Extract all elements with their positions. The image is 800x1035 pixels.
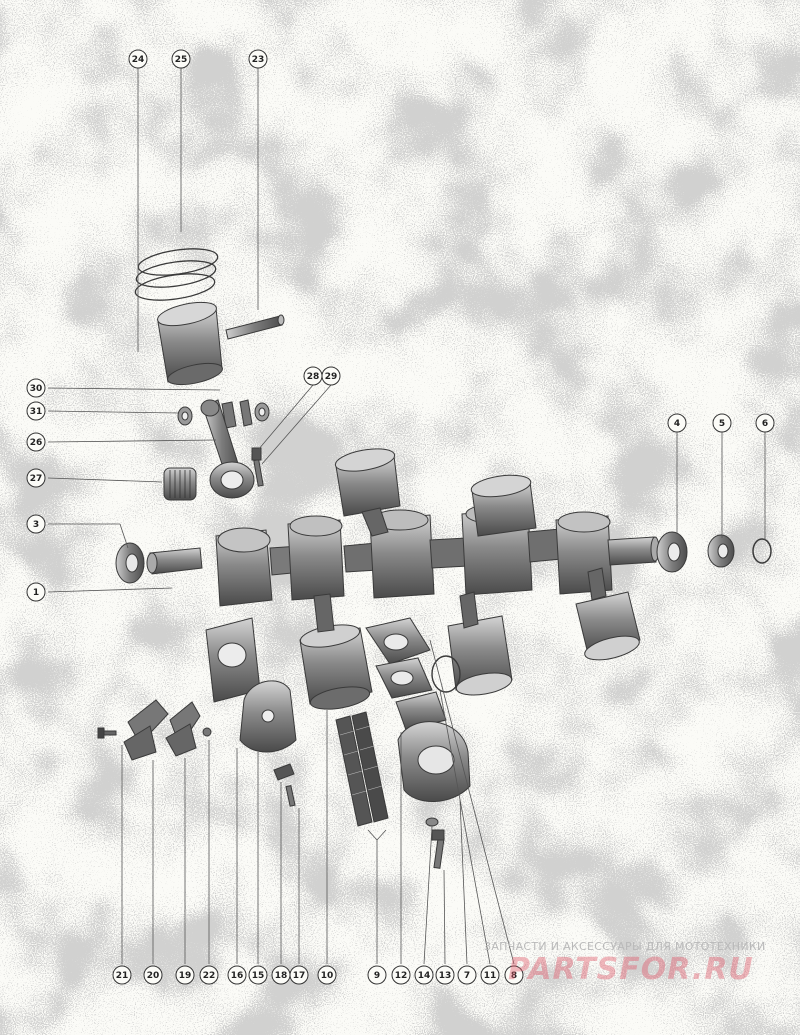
callout-21: 21 — [112, 965, 132, 985]
svg-text:10: 10 — [321, 971, 334, 981]
svg-text:7: 7 — [464, 971, 470, 981]
svg-text:1: 1 — [33, 588, 39, 598]
pin-bearing-washers — [177, 399, 270, 429]
locking-dowel — [273, 763, 295, 781]
callout-10: 10 — [317, 965, 337, 985]
svg-text:12: 12 — [395, 971, 408, 981]
callout-1: 1 — [26, 582, 46, 602]
svg-text:18: 18 — [275, 971, 288, 981]
callout-5: 5 — [712, 413, 732, 433]
svg-text:4: 4 — [674, 419, 680, 429]
piston-top-2 — [470, 474, 537, 537]
svg-text:11: 11 — [484, 971, 497, 981]
small-nut — [202, 727, 212, 737]
svg-text:8: 8 — [511, 971, 517, 981]
callout-17: 17 — [289, 965, 309, 985]
callout-8: 8 — [504, 965, 524, 985]
svg-text:16: 16 — [231, 971, 244, 981]
callout-27: 27 — [26, 468, 46, 488]
svg-text:19: 19 — [179, 971, 192, 981]
svg-text:29: 29 — [325, 372, 338, 382]
callout-11: 11 — [480, 965, 500, 985]
callout-20: 20 — [143, 965, 163, 985]
svg-text:26: 26 — [30, 438, 43, 448]
rod-bolt — [251, 447, 264, 487]
svg-text:13: 13 — [439, 971, 452, 981]
drive-end-bearing — [656, 531, 688, 573]
upper-piston — [157, 301, 223, 386]
svg-text:14: 14 — [418, 971, 431, 981]
callout-12: 12 — [391, 965, 411, 985]
svg-text:6: 6 — [762, 419, 768, 429]
callout-15: 15 — [248, 965, 268, 985]
end-ball-bearing — [115, 542, 145, 584]
oil-seal — [707, 534, 735, 568]
piston-lower-center — [447, 591, 513, 696]
callout-26: 26 — [26, 432, 46, 452]
reed-plates — [123, 699, 201, 761]
svg-text:22: 22 — [203, 971, 216, 981]
callout-22: 22 — [199, 965, 219, 985]
callout-7: 7 — [457, 965, 477, 985]
needle-bearing-strips — [335, 711, 389, 827]
svg-text:15: 15 — [252, 971, 265, 981]
main-bearing-half — [397, 721, 471, 802]
svg-text:5: 5 — [719, 419, 725, 429]
o-ring — [752, 538, 772, 564]
callout-25: 25 — [171, 49, 191, 69]
callout-30: 30 — [26, 378, 46, 398]
callout-16: 16 — [227, 965, 247, 985]
svg-text:31: 31 — [30, 407, 43, 417]
retaining-ring — [431, 655, 461, 693]
rod-cap-upper — [365, 617, 431, 665]
svg-text:9: 9 — [374, 971, 380, 981]
callout-28: 28 — [303, 366, 323, 386]
svg-text:3: 3 — [33, 520, 39, 530]
callout-18: 18 — [271, 965, 291, 985]
svg-text:24: 24 — [132, 55, 145, 65]
piston-top-1 — [334, 448, 401, 537]
wrist-pin — [225, 314, 285, 340]
svg-text:17: 17 — [293, 971, 306, 981]
callout-24: 24 — [128, 49, 148, 69]
piston-lower-left — [299, 593, 373, 710]
svg-text:23: 23 — [252, 55, 265, 65]
svg-text:21: 21 — [116, 971, 129, 981]
connecting-rod — [200, 399, 255, 499]
callout-23: 23 — [248, 49, 268, 69]
callout-14: 14 — [414, 965, 434, 985]
small-screw-left — [97, 727, 117, 739]
callout-31: 31 — [26, 401, 46, 421]
svg-text:20: 20 — [147, 971, 160, 981]
seal-plate — [239, 680, 297, 753]
svg-text:25: 25 — [175, 55, 188, 65]
svg-text:30: 30 — [30, 384, 43, 394]
callout-29: 29 — [321, 366, 341, 386]
callout-9: 9 — [367, 965, 387, 985]
svg-text:28: 28 — [307, 372, 320, 382]
rod-cap-lower — [395, 691, 447, 731]
callout-19: 19 — [175, 965, 195, 985]
watermark-caption: ЗАПЧАСТИ И АКСЕССУАРЫ ДЛЯ МОТОТЕХНИКИ — [484, 940, 766, 953]
rod-cap-middle — [375, 657, 433, 699]
piston-lower-right — [575, 567, 641, 661]
callout-13: 13 — [435, 965, 455, 985]
leader-lines — [47, 68, 766, 965]
svg-text:27: 27 — [30, 474, 43, 484]
callout-3: 3 — [26, 514, 46, 534]
watermark-logo: PARTSFOR.RU — [508, 952, 754, 987]
housing-screw — [285, 785, 296, 807]
needle-bearing — [163, 467, 197, 501]
callout-6: 6 — [755, 413, 775, 433]
callout-4: 4 — [667, 413, 687, 433]
